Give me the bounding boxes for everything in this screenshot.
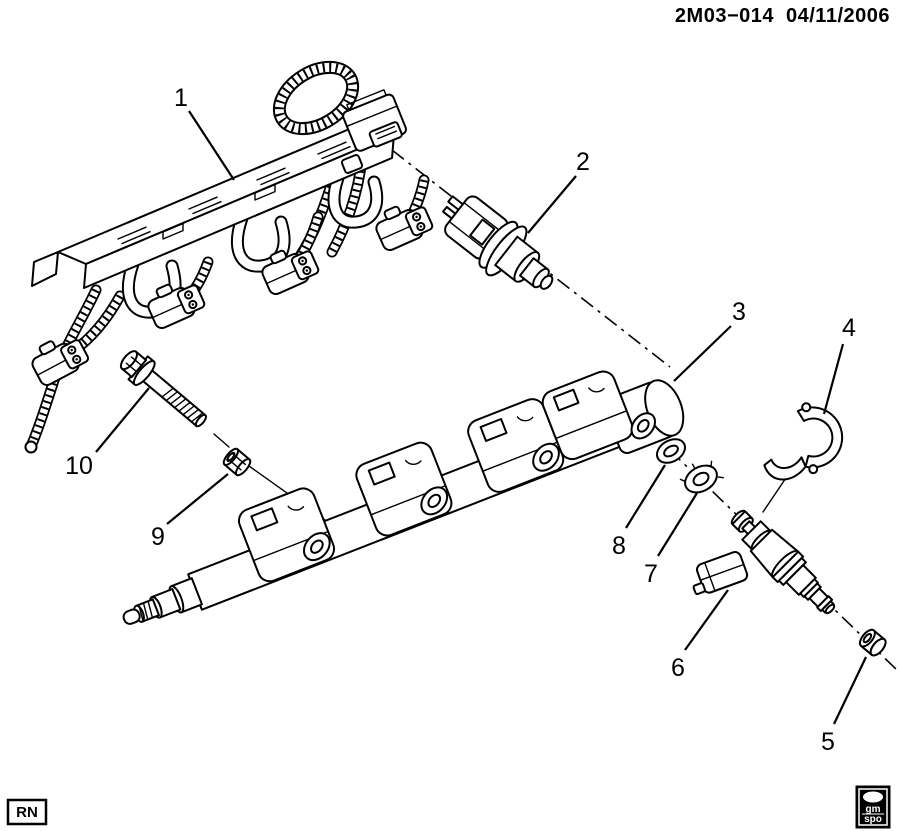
callout-6: 6	[671, 589, 729, 682]
logo-text-bottom: spo	[864, 814, 882, 825]
harness-wires	[24, 158, 425, 454]
gm-spo-logo: gm spo	[855, 785, 891, 829]
harness-main-connector	[342, 89, 407, 152]
revision-box: RN	[6, 798, 48, 826]
nut-part9	[222, 447, 252, 477]
logo-oval	[863, 791, 883, 803]
pressure-sensor-part2	[442, 195, 554, 290]
callout-5: 5	[821, 656, 867, 756]
harness-hooks	[122, 171, 384, 319]
callout-4-label: 4	[842, 314, 856, 342]
harness-channel	[31, 121, 395, 289]
callout-7: 7	[644, 492, 698, 588]
callout-2: 2	[527, 148, 590, 234]
o-ring-part8	[655, 438, 687, 464]
callout-4: 4	[822, 314, 856, 415]
callout-1: 1	[174, 84, 235, 181]
injector-connector	[692, 551, 749, 595]
logo-text-top: gm	[866, 804, 881, 815]
bolt-axis-line	[213, 433, 230, 448]
wiring-harness-part1	[24, 60, 436, 454]
callout-9-label: 9	[151, 523, 165, 551]
rail-inlet-fitting	[122, 577, 203, 625]
fuel-injector-part6	[692, 509, 836, 615]
drawing-date: 04/11/2006	[786, 5, 890, 27]
drawing-header: 2M03−014 04/11/2006	[675, 5, 890, 27]
injector-cap-part5	[858, 628, 887, 657]
drawing-number: 2M03−014	[675, 5, 774, 27]
callout-3: 3	[673, 298, 746, 382]
callout-2-label: 2	[576, 148, 590, 176]
mounting-bolt-part10	[119, 350, 208, 428]
callout-9: 9	[151, 473, 229, 551]
retaining-clip-part4	[763, 402, 844, 481]
callout-10: 10	[65, 387, 150, 480]
callout-1-label: 1	[174, 84, 188, 112]
callout-7-label: 7	[644, 560, 658, 588]
harness-loop	[272, 60, 360, 136]
callouts: 1 2 3 4 5 6 7 8	[65, 84, 867, 756]
callout-3-label: 3	[732, 298, 746, 326]
retainer-ring-part7	[679, 460, 725, 494]
callout-8: 8	[612, 464, 666, 560]
harness-latch	[340, 154, 364, 174]
rail-socket-blocks	[237, 370, 634, 583]
revision-code: RN	[16, 804, 38, 821]
centerline-sensor	[391, 149, 671, 368]
callout-5-label: 5	[821, 728, 835, 756]
callout-10-label: 10	[65, 452, 93, 480]
fuel-rail-part3	[122, 370, 685, 625]
rail-injector-bore-inner	[636, 419, 650, 433]
callout-8-label: 8	[612, 532, 626, 560]
callout-6-label: 6	[671, 654, 685, 682]
